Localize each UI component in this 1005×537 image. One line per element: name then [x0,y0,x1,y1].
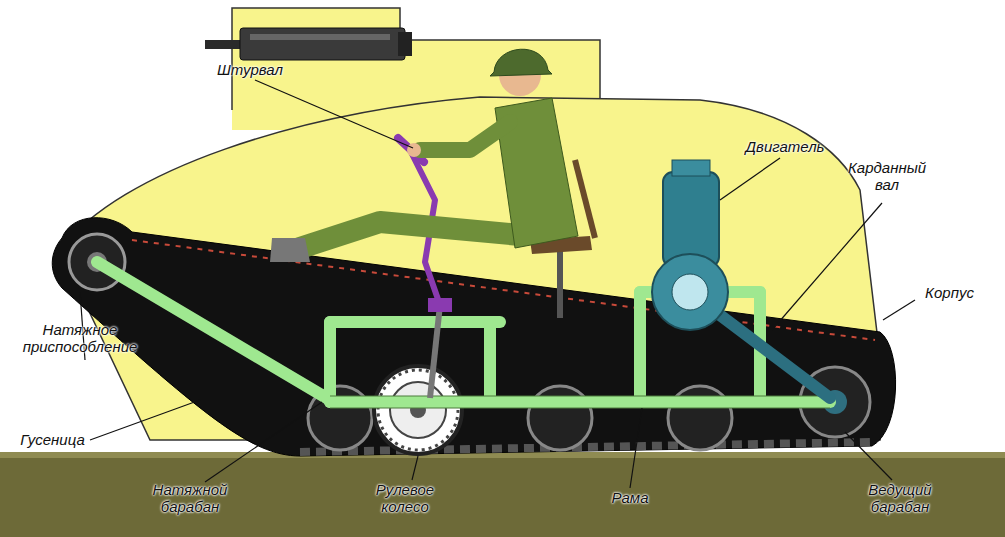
leader-line [630,408,642,488]
engine-crankcase [652,254,728,330]
leader-line [412,456,418,480]
part-label: Рама [600,490,660,507]
engine-flywheel [672,274,708,310]
machine-gun [240,28,405,60]
tyre-tread [378,370,458,450]
leader-line [205,402,322,482]
frame-bar [484,322,496,402]
soldier-arm [420,122,510,150]
frame-bar [634,292,646,402]
part-label: Натяжной барабан [145,482,235,515]
frame-outline [330,396,830,408]
part-label: Корпус [912,285,987,302]
part-label: Двигатель [740,139,830,156]
part-label: Рулевое колесо [365,482,445,515]
soldier-hand [407,143,421,157]
part-label: Карданный вал [842,160,932,193]
leader-line [845,432,892,480]
frame-bar [330,316,500,328]
soldier-boots [270,238,310,262]
part-label: Штурвал [205,62,295,79]
steering-axle [430,305,440,398]
column-base [428,298,452,312]
frame-bar [324,322,336,402]
leader-lines [80,80,915,488]
track-treads [300,442,872,452]
leader-line [720,158,780,200]
leader-line [883,300,915,320]
leader-line [772,203,882,330]
frame-bar [97,262,330,400]
wheel-rim [390,382,446,438]
seat-post [557,250,563,318]
engine-cylinder [663,172,719,267]
part-label: Гусеница [10,432,95,449]
leader-line [255,80,413,148]
turret-outline [232,8,600,110]
steering-handle [398,138,424,162]
ground [0,455,1005,537]
steering-road-wheel [374,366,462,454]
seat-back [575,160,595,238]
leader-line [90,400,200,440]
gun-grip [398,32,412,56]
frame-edge [330,396,830,408]
track [52,218,895,456]
soldier-legs [300,222,520,248]
part-label: Натяжное приспособление [10,322,150,355]
engine-head [672,160,710,176]
soldier-helmet [490,49,552,76]
part-label: Ведущий барабан [850,482,950,515]
gun-detail [250,34,390,40]
